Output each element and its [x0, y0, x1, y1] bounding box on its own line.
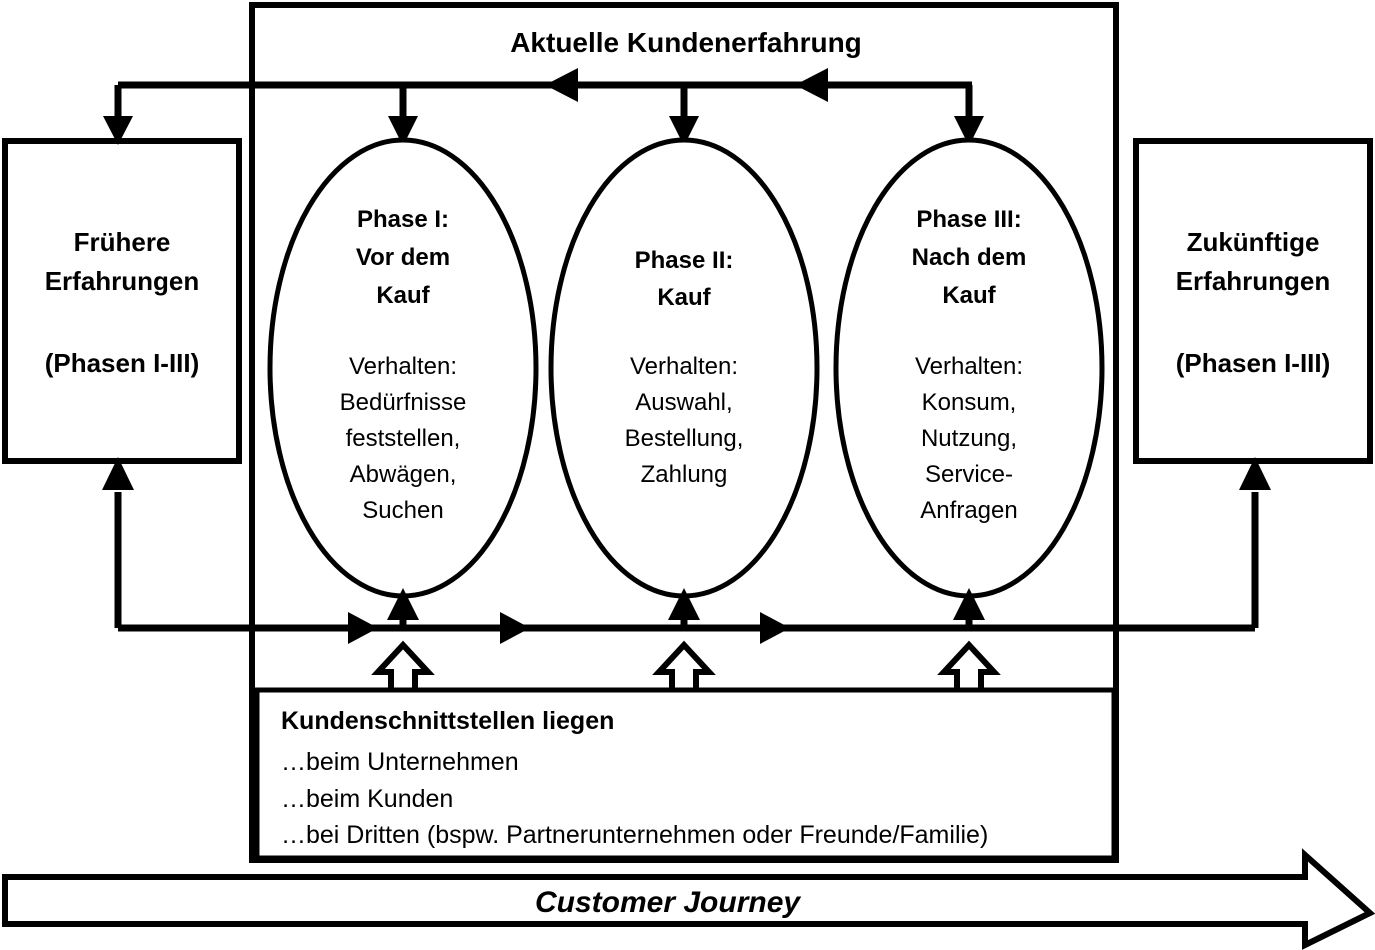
phase-3-body-line-2: Nutzung,: [921, 425, 1017, 452]
phase-1-body-line-0: Verhalten:: [349, 353, 457, 380]
customer-journey-label: Customer Journey: [535, 886, 801, 919]
phase-3-heading-line-2: Kauf: [942, 282, 996, 309]
current-experience-title: Aktuelle Kundenerfahrung: [510, 27, 862, 58]
previous-experiences-box[interactable]: [2, 138, 242, 464]
arrowhead-up-right-box: [1239, 457, 1271, 490]
phase-2-body-line-3: Zahlung: [641, 461, 728, 488]
phase-1-body-line-1: Bedürfnisse: [340, 389, 467, 416]
phase-1-body-line-4: Suchen: [362, 497, 443, 524]
phase-3-body-line-3: Service-: [925, 461, 1013, 488]
phase-1-heading-line-2: Kauf: [376, 282, 430, 309]
arrowhead-right-bottom-1: [348, 612, 378, 644]
previous-experiences-line1: Frühere: [74, 227, 171, 257]
future-experiences-box[interactable]: [1133, 138, 1373, 464]
phase-1-heading-line-1: Vor dem: [356, 244, 450, 271]
phase-2-heading-line-1: Kauf: [657, 284, 711, 311]
touchpoints-item-2: …bei Dritten (bspw. Partnerunternehmen o…: [281, 821, 988, 849]
touchpoints-box[interactable]: [254, 687, 1117, 861]
arrowhead-up-left-box: [102, 457, 134, 490]
arrowhead-down-phase-1: [388, 116, 418, 146]
arrowhead-down-phase-2: [669, 116, 699, 146]
previous-experiences-line3: (Phasen I-III): [45, 348, 200, 378]
future-experiences-line3: (Phasen I-III): [1176, 348, 1331, 378]
phase-1-heading-line-0: Phase I:: [357, 206, 449, 233]
phase-3-body-line-4: Anfragen: [920, 497, 1017, 524]
phase-1-body-line-2: feststellen,: [346, 425, 461, 452]
arrowhead-left-mid-1: [545, 68, 578, 102]
phase-1-body-line-3: Abwägen,: [350, 461, 457, 488]
phase-3-heading-line-1: Nach dem: [912, 244, 1027, 271]
phase-2-heading-line-0: Phase II:: [635, 247, 734, 274]
previous-experiences-line2: Erfahrungen: [45, 266, 200, 296]
phase-2-body-line-1: Auswahl,: [635, 389, 732, 416]
touchpoints-item-1: …beim Kunden: [281, 785, 453, 813]
future-experiences-line1: Zukünftige: [1187, 227, 1320, 257]
future-experiences-line2: Erfahrungen: [1176, 266, 1331, 296]
customer-journey-arrow: [2, 848, 1375, 950]
arrowhead-left-mid-2: [795, 68, 828, 102]
arrowhead-right-bottom-3: [760, 612, 790, 644]
phase-2-body-line-2: Bestellung,: [625, 425, 744, 452]
phase-2-body-line-0: Verhalten:: [630, 353, 738, 380]
arrowhead-down-left-box: [103, 116, 133, 145]
arrowhead-up-phase-1: [387, 588, 419, 620]
touchpoints-heading: Kundenschnittstellen liegen: [281, 707, 614, 735]
phase-3-body-line-0: Verhalten:: [915, 353, 1023, 380]
arrowhead-down-phase-3: [954, 116, 984, 146]
arrowhead-up-phase-2: [668, 588, 700, 620]
arrowhead-right-bottom-2: [500, 612, 530, 644]
arrowhead-up-phase-3: [953, 588, 985, 620]
phase-3-body-line-1: Konsum,: [922, 389, 1017, 416]
touchpoints-item-0: …beim Unternehmen: [281, 748, 519, 776]
phase-3-heading-line-0: Phase III:: [916, 206, 1021, 233]
